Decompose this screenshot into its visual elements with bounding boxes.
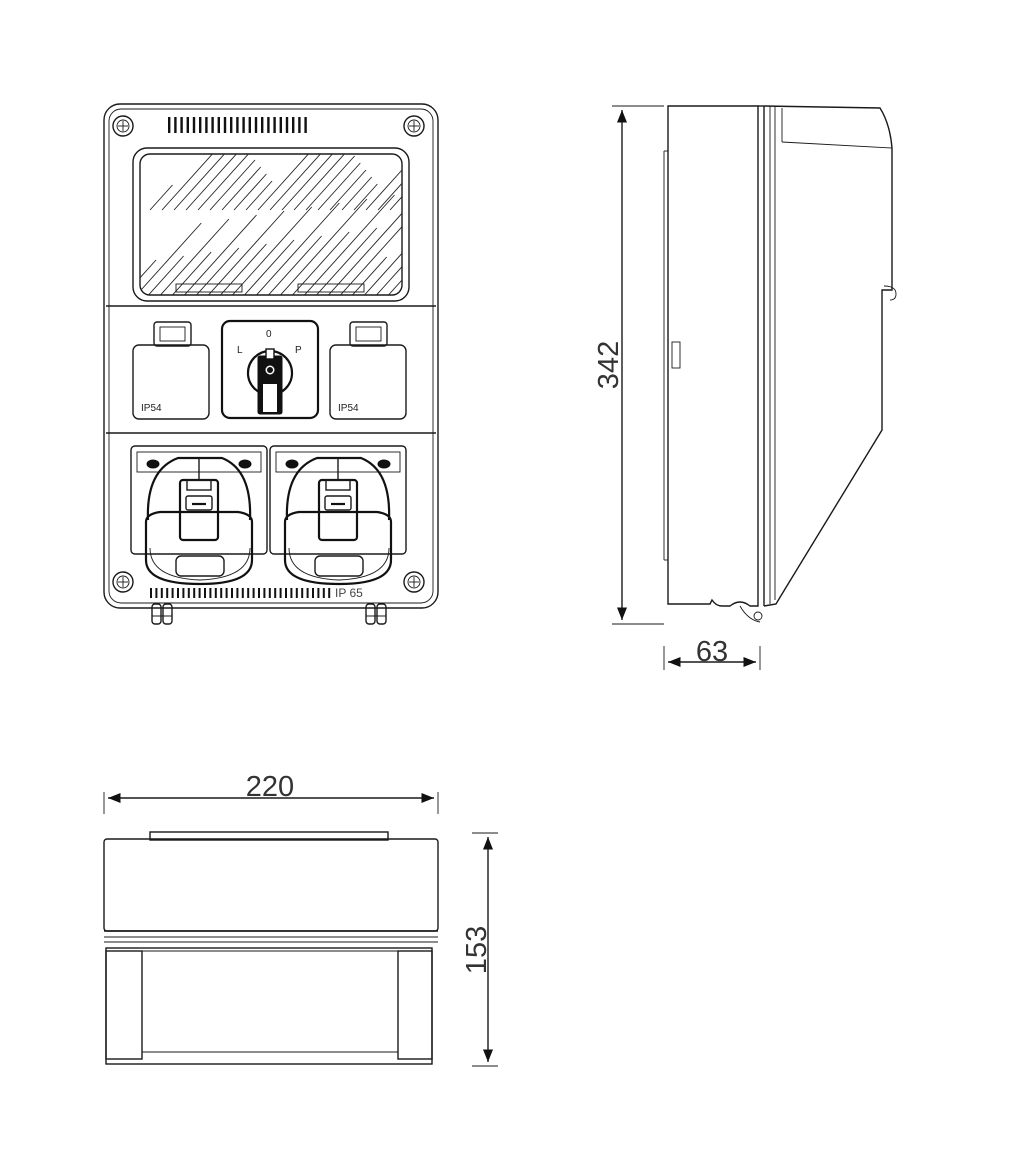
industrial-socket-left — [130, 445, 268, 586]
depth-dimension-label: 63 — [696, 636, 728, 668]
vent-slot — [273, 117, 276, 133]
vent-slot — [267, 117, 270, 133]
vent-slot — [328, 588, 331, 598]
vent-slot — [279, 117, 282, 133]
rotary-switch: 0 L P — [220, 319, 320, 420]
vent-slot — [199, 117, 202, 133]
vent-slot — [160, 588, 163, 598]
height-dimension-label: 342 — [593, 341, 625, 389]
vent-slot — [171, 588, 174, 598]
left-small-socket: IP54 — [132, 321, 210, 420]
bottom-height-dimension-label: 153 — [461, 926, 493, 974]
vent-slot — [174, 117, 177, 133]
vent-slot — [295, 588, 298, 598]
dimension-width: 220 — [103, 771, 439, 814]
vent-slot — [248, 117, 251, 133]
left-socket-rating: IP54 — [141, 403, 162, 414]
screw-icon — [403, 571, 425, 593]
right-socket-rating: IP54 — [338, 403, 359, 414]
vent-slot — [312, 588, 314, 598]
vent-slot — [230, 117, 233, 133]
vent-slot — [177, 588, 179, 598]
bottom-view — [103, 831, 439, 1065]
screw-icon — [112, 571, 134, 593]
mounting-foot — [365, 603, 387, 625]
vent-slot — [252, 588, 255, 598]
vent-slot — [214, 588, 217, 598]
vent-slot — [285, 588, 287, 598]
right-small-socket: IP54 — [329, 321, 407, 420]
inspection-window-frame — [132, 147, 410, 302]
bottom-view-base — [105, 947, 433, 1065]
top-vent-slots — [168, 117, 307, 133]
vent-slot — [182, 588, 185, 598]
vent-slot — [258, 588, 260, 598]
side-view — [663, 105, 897, 623]
vent-slot — [205, 117, 208, 133]
vent-slot — [268, 588, 271, 598]
vent-slot — [317, 588, 320, 598]
vent-slot — [322, 588, 325, 598]
dimension-bottom-height: 153 — [461, 832, 498, 1067]
vent-slot — [150, 588, 152, 598]
vent-slot — [261, 117, 264, 133]
vent-slot — [254, 117, 258, 133]
vent-slot — [290, 588, 293, 598]
vent-slot — [241, 588, 244, 598]
vent-slot — [193, 588, 196, 598]
vent-slot — [231, 588, 233, 598]
industrial-socket-right — [269, 445, 407, 586]
mounting-foot — [151, 603, 173, 625]
enclosure-rating: IP 65 — [335, 586, 363, 600]
vent-slot — [211, 117, 214, 133]
vent-slot — [180, 117, 183, 133]
switch-position-left: L — [237, 345, 243, 356]
bottom-view-lid — [103, 838, 439, 932]
dimension-depth: 63 — [663, 636, 761, 670]
vent-slot — [236, 117, 239, 133]
vent-slot — [225, 588, 228, 598]
vent-slot — [204, 588, 206, 598]
vent-slot — [186, 117, 189, 133]
vent-slot — [298, 117, 301, 133]
inspection-window — [139, 153, 403, 296]
vent-slot — [247, 588, 250, 598]
vent-slot — [223, 117, 227, 133]
dimension-height: 342 — [593, 105, 664, 625]
vent-slot — [242, 117, 245, 133]
front-view: IP54 IP54 0 L P IP 65 — [103, 103, 439, 625]
vent-slot — [274, 588, 277, 598]
switch-position-right: P — [295, 345, 302, 356]
vent-slot — [168, 117, 171, 133]
vent-slot — [236, 588, 239, 598]
vent-slot — [263, 588, 266, 598]
vent-slot — [304, 117, 307, 133]
screw-icon — [112, 115, 134, 137]
vent-slot — [192, 117, 196, 133]
vent-slot — [187, 588, 190, 598]
bottom-vent-slots — [150, 588, 331, 598]
enclosure-outline — [103, 103, 439, 609]
vent-slot — [301, 588, 304, 598]
vent-slot — [217, 117, 220, 133]
side-body-outline — [667, 105, 759, 607]
vent-slot — [220, 588, 223, 598]
vent-slot — [292, 117, 295, 133]
vent-slot — [166, 588, 169, 598]
screw-icon — [403, 115, 425, 137]
vent-slot — [306, 588, 309, 598]
vent-slot — [209, 588, 212, 598]
vent-slot — [279, 588, 282, 598]
switch-position-zero: 0 — [266, 329, 272, 340]
vent-slot — [285, 117, 289, 133]
vent-slot — [155, 588, 158, 598]
vent-slot — [198, 588, 201, 598]
window-glass-hatch — [140, 154, 402, 295]
width-dimension-label: 220 — [246, 771, 294, 803]
